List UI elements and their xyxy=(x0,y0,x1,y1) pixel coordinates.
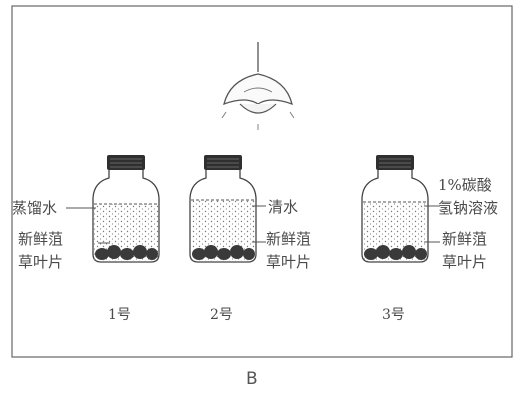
jar-1-leaves xyxy=(95,245,158,260)
jar-2-leaf-label-line2: 草叶片 xyxy=(266,253,311,271)
jar-1-number: 1号 xyxy=(108,307,131,323)
jar-3-cap xyxy=(376,155,414,170)
leader-lines xyxy=(66,205,440,244)
jar-1-liquid-label: 蒸馏水 xyxy=(12,199,57,217)
jar-1-leaf-label-line2: 草叶片 xyxy=(18,253,63,271)
jar-3 xyxy=(361,155,429,263)
jar-1-cap xyxy=(107,155,145,170)
jar-2-number: 2号 xyxy=(210,307,233,323)
jar-2 xyxy=(189,155,257,263)
jar-3-liquid-label-line2: 氢钠溶液 xyxy=(438,199,498,217)
jar-1-leaf-label-line1: 新鲜菹 xyxy=(18,230,63,248)
lamp-icon xyxy=(221,42,295,130)
jar-3-leaf-label-line2: 草叶片 xyxy=(442,253,487,271)
jar-3-number: 3号 xyxy=(382,307,405,323)
jar-2-liquid-label: 清水 xyxy=(268,198,298,216)
jar-2-leaf-label-line1: 新鲜菹 xyxy=(266,230,311,248)
figure-caption: B xyxy=(246,369,258,389)
jar-3-leaf-label-line1: 新鲜菹 xyxy=(442,230,487,248)
jar-3-liquid-label-line1: 1%碳酸 xyxy=(438,176,492,194)
jar-2-cap xyxy=(204,155,242,170)
jar-1 xyxy=(92,155,160,263)
jar-3-leaves xyxy=(364,245,427,260)
jar-2-leaves xyxy=(192,245,255,260)
figure-frame xyxy=(11,5,513,358)
